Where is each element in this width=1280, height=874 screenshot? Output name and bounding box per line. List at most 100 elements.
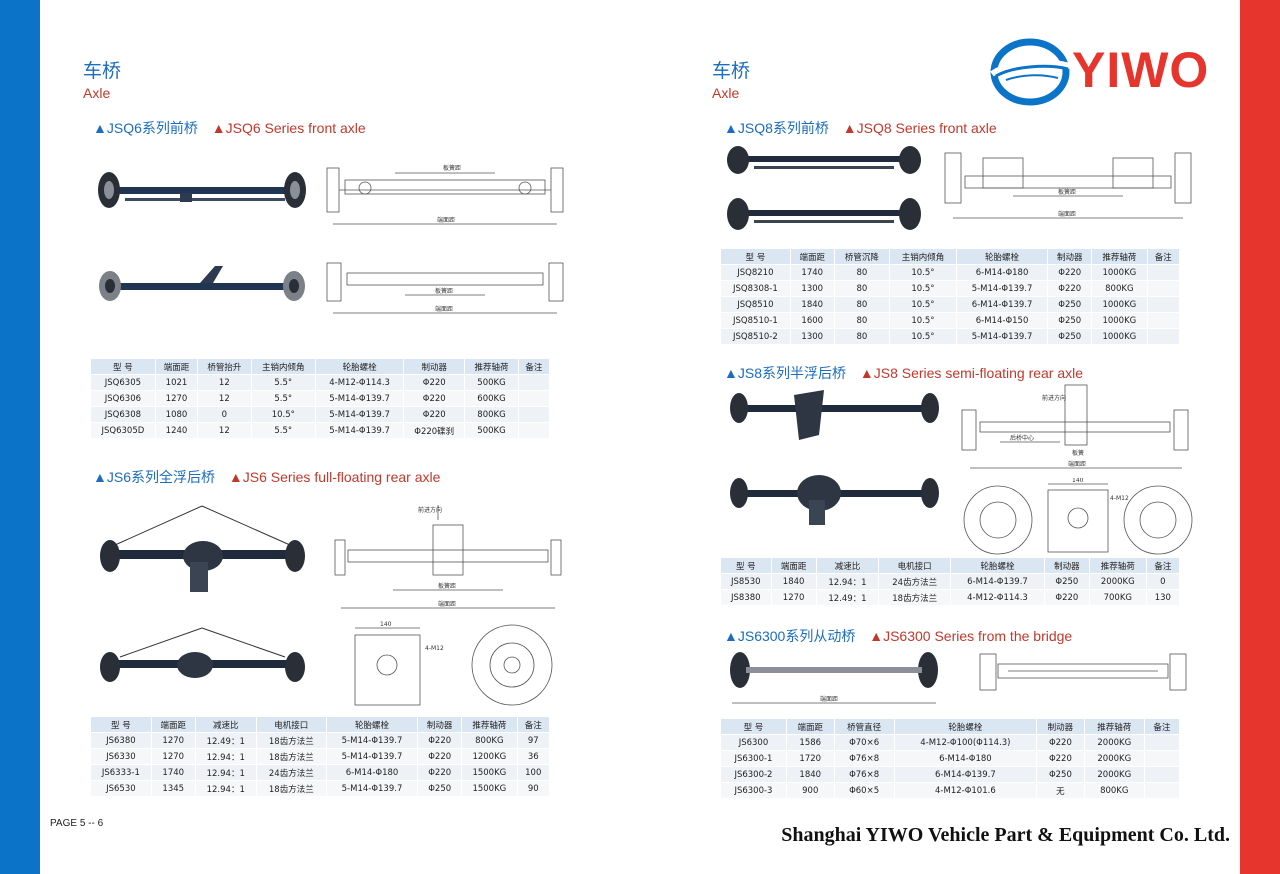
column-header: 备注 bbox=[1146, 248, 1181, 265]
column-header: 备注 bbox=[517, 358, 551, 375]
table-cell: 4-M12-Φ100(Φ114.3) bbox=[893, 734, 1038, 751]
table-cell: 800KG bbox=[1083, 782, 1145, 799]
table-cell: 10.5° bbox=[889, 328, 957, 345]
table-cell: 700KG bbox=[1088, 589, 1147, 606]
column-header: 备注 bbox=[1145, 557, 1181, 574]
table-cell: JS6330 bbox=[90, 748, 152, 765]
column-header: 型 号 bbox=[90, 716, 152, 733]
page-number: PAGE 5 -- 6 bbox=[50, 818, 104, 829]
table-cell: JS6300-2 bbox=[720, 766, 787, 783]
table-cell: 500KG bbox=[464, 422, 519, 439]
axle-photo bbox=[95, 500, 310, 595]
table-cell bbox=[517, 390, 551, 407]
table-cell: 1021 bbox=[154, 374, 199, 391]
table-cell: 12.94：1 bbox=[194, 764, 257, 781]
triangle-icon: ▲ bbox=[724, 365, 738, 381]
table-cell: 6-M14-Φ150 bbox=[955, 312, 1049, 329]
table-cell: 无 bbox=[1036, 782, 1085, 799]
column-header: 推荐轴荷 bbox=[461, 716, 518, 733]
column-header: 轮胎螺栓 bbox=[893, 718, 1038, 735]
table-cell: JS6380 bbox=[90, 732, 152, 749]
table-cell bbox=[517, 406, 551, 423]
axle-drawing: 板簧距 端面距 bbox=[325, 158, 565, 233]
section-title-cn: JS8系列半浮后桥 bbox=[737, 365, 846, 381]
table-cell: Φ250 bbox=[1047, 328, 1093, 345]
drawing-label: 板簧距 bbox=[435, 287, 453, 295]
table-cell: Φ70×6 bbox=[833, 734, 895, 751]
section-title-cn: JS6系列全浮后桥 bbox=[106, 469, 215, 485]
table-cell bbox=[517, 422, 551, 439]
table-cell: 500KG bbox=[464, 374, 519, 391]
column-header: 型 号 bbox=[720, 718, 787, 735]
table-header-row: 型 号端面距减速比电机接口轮胎螺栓制动器推荐轴荷备注 bbox=[90, 716, 551, 733]
table-cell: Φ220 bbox=[403, 406, 466, 423]
section-title-cn: JSQ8系列前桥 bbox=[737, 120, 829, 136]
table-cell: 90 bbox=[516, 780, 551, 797]
column-header: 制动器 bbox=[417, 716, 463, 733]
table-cell: 5-M14-Φ139.7 bbox=[315, 422, 405, 439]
column-header: 桥管直径 bbox=[833, 718, 895, 735]
table-cell: 5.5° bbox=[250, 422, 317, 439]
table-cell: 800KG bbox=[461, 732, 518, 749]
table-cell: 0 bbox=[1145, 573, 1181, 590]
axle-drawing: 前进方向 后桥中心 板簧 端面距 bbox=[960, 380, 1190, 475]
column-header: 主销内倾角 bbox=[889, 248, 957, 265]
table-cell: 80 bbox=[833, 296, 891, 313]
table-cell: Φ220 bbox=[1036, 750, 1085, 767]
table-cell: 1300 bbox=[789, 280, 835, 297]
column-header: 桥管沉降 bbox=[833, 248, 891, 265]
table-cell: 1000KG bbox=[1091, 264, 1148, 281]
table-cell: 18齿方法兰 bbox=[255, 748, 327, 765]
table-cell: 12.49：1 bbox=[194, 732, 257, 749]
axle-drawing: 板簧距 端面距 bbox=[943, 148, 1193, 228]
drawing-label: 板簧 bbox=[1072, 449, 1084, 457]
column-header: 减速比 bbox=[815, 557, 880, 574]
table-cell: 12 bbox=[197, 390, 252, 407]
axle-photo bbox=[95, 625, 310, 695]
table-cell: JSQ6305 bbox=[90, 374, 156, 391]
table-cell: 6-M14-Φ139.7 bbox=[955, 296, 1049, 313]
drawing-label: 端面距 bbox=[820, 695, 838, 703]
section-title-en: JS8 Series semi-floating rear axle bbox=[873, 365, 1084, 381]
table-cell: 12 bbox=[197, 374, 252, 391]
column-header: 端面距 bbox=[150, 716, 196, 733]
table-cell: 1270 bbox=[770, 589, 817, 606]
table-cell: 5-M14-Φ139.7 bbox=[315, 406, 405, 423]
table-cell: 10.5° bbox=[889, 264, 957, 281]
table-cell bbox=[1146, 328, 1181, 345]
axle-drawing: 板簧距 端面距 bbox=[325, 255, 565, 320]
section-title-en: JS6300 Series from the bridge bbox=[883, 628, 1073, 644]
drawing-label: 端面距 bbox=[435, 305, 453, 313]
table-cell: 0 bbox=[197, 406, 252, 423]
yiwo-logo: YIWO bbox=[988, 36, 1234, 108]
table-cell: 1720 bbox=[785, 750, 835, 767]
drawing-label: 板簧距 bbox=[1058, 188, 1076, 196]
column-header: 轮胎螺栓 bbox=[955, 248, 1049, 265]
logo-mark-icon bbox=[990, 38, 1071, 106]
table-cell: 80 bbox=[833, 280, 891, 297]
table-cell: JSQ6306 bbox=[90, 390, 156, 407]
axle-photo: 端面距 bbox=[724, 645, 944, 710]
table-cell bbox=[1146, 280, 1181, 297]
table-cell: 12.94：1 bbox=[815, 573, 880, 590]
table-cell: 1840 bbox=[785, 766, 835, 783]
triangle-icon: ▲ bbox=[93, 120, 107, 136]
table-cell: 2000KG bbox=[1088, 573, 1147, 590]
table-cell: 24齿方法兰 bbox=[878, 573, 952, 590]
heading-cn: 车桥 bbox=[712, 60, 751, 82]
table-cell: 80 bbox=[833, 328, 891, 345]
left-page: 车桥 Axle ▲JSQ6系列前桥 ▲JSQ6 Series front axl… bbox=[40, 0, 640, 874]
table-header-row: 型 号端面距桥管抬升主销内倾角轮胎螺栓制动器推荐轴荷备注 bbox=[90, 358, 551, 375]
table-cell: 1240 bbox=[154, 422, 199, 439]
table-cell: 6-M14-Φ180 bbox=[893, 750, 1038, 767]
column-header: 型 号 bbox=[720, 557, 772, 574]
